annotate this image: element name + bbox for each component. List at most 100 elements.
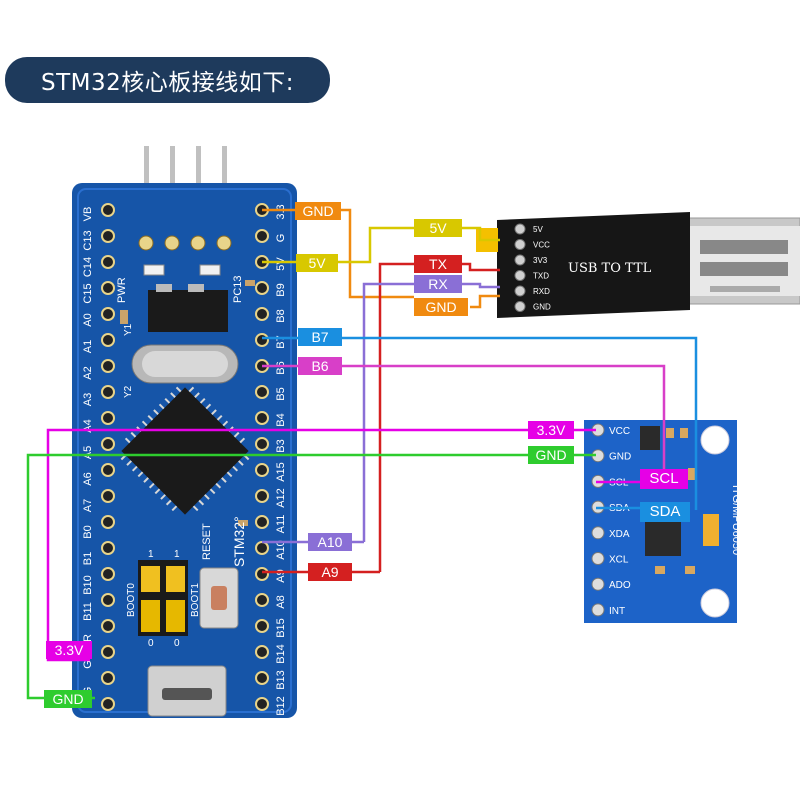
right-pin-label: G (275, 234, 287, 243)
mpu-pin (591, 603, 605, 617)
right-pin-label: A12 (275, 488, 287, 508)
left-pin-label: A0 (82, 313, 94, 326)
reset-label: RESET (201, 523, 213, 560)
left-pin-label: B0 (82, 525, 94, 538)
left-pin-hole (101, 411, 115, 425)
right-pin-labels: 3.3G5VB9B8B7B6B5B4B3A15A12A11A10A9A8B15B… (275, 204, 287, 715)
left-pin-hole (101, 307, 115, 321)
left-pin-label: A1 (82, 340, 94, 353)
label-5v-board: 5V (296, 254, 338, 272)
right-pin-hole (255, 645, 269, 659)
label-sda: SDA (640, 502, 690, 522)
y1-label: Y1 (123, 323, 134, 336)
mpu-pin-label: XDA (609, 529, 630, 540)
jumper-1-label-b: 1 (174, 549, 180, 560)
right-pin-hole (255, 463, 269, 477)
label-gnd-left: GND (44, 690, 92, 708)
mpu-pin-label: INT (609, 606, 625, 617)
label-tx: TX (414, 255, 462, 273)
right-pin-label: B3 (275, 439, 287, 452)
usb-ttl-body (497, 212, 690, 318)
label-b7: B7 (298, 328, 342, 346)
left-pin-hole (101, 619, 115, 633)
left-pin-hole (101, 515, 115, 529)
left-pin-hole (101, 593, 115, 607)
usb-ttl-pin (514, 301, 526, 312)
mount-hole-top (700, 425, 730, 455)
left-pin-hole (101, 541, 115, 555)
boot1-label: BOOT1 (190, 583, 201, 617)
title-banner: STM32核心板接线如下: (5, 57, 330, 103)
left-pin-label: A2 (82, 366, 94, 379)
mpu-pin (591, 552, 605, 565)
left-pin-label: A7 (82, 499, 94, 512)
label-gnd-mpu: GND (528, 446, 574, 464)
mpu-model-label: ITG/MPU6050 (730, 485, 742, 555)
y2-label: Y2 (123, 385, 134, 398)
mpu-pin-label: GND (609, 452, 631, 463)
pwr-label: PWR (116, 277, 128, 303)
right-pin-label: A10 (275, 540, 287, 560)
voltage-regulator (148, 290, 228, 332)
stm32-board: VBC13C14C15A0A1A2A3A4A5A6A7B0B1B10B11RGG… (72, 146, 297, 718)
left-pin-hole (101, 255, 115, 269)
wire-b6 (262, 364, 666, 470)
brand-label: STM32° (231, 516, 247, 567)
label-gnd-top: GND (295, 202, 341, 220)
left-pin-hole (101, 489, 115, 503)
boot-jumpers (138, 560, 188, 636)
jumper-0-label-b: 0 (174, 638, 180, 649)
right-pin-label: 5V (275, 257, 287, 271)
label-3v3-mpu: 3.3V (528, 421, 574, 439)
right-pin-hole (255, 619, 269, 633)
right-pin-hole (255, 411, 269, 425)
usb-ttl-pin (514, 239, 526, 250)
right-pin-hole (255, 437, 269, 451)
right-pin-label: B4 (275, 413, 287, 426)
left-pin-label: B10 (82, 575, 94, 595)
usb-ttl-pin-label: 5V (533, 225, 543, 234)
right-pin-hole (255, 697, 269, 711)
usb-ttl-pin-label: TXD (533, 272, 549, 281)
mpu-pin (591, 577, 605, 591)
usb-ttl-pin (514, 285, 526, 297)
left-pin-hole (101, 333, 115, 347)
label-3v3-left: 3.3V (46, 641, 92, 659)
left-pin-label: B1 (82, 552, 94, 565)
right-pin-hole (255, 515, 269, 529)
left-pin-label: C13 (82, 230, 94, 250)
left-pin-hole (101, 437, 115, 451)
left-pin-label: C15 (82, 283, 94, 303)
right-pin-label: B5 (275, 387, 287, 400)
right-pin-label: B8 (275, 309, 287, 322)
wire-tx (378, 262, 414, 572)
left-pin-hole (101, 671, 115, 685)
left-pin-hole (101, 463, 115, 477)
right-pin-hole (255, 671, 269, 685)
page-title: STM32核心板接线如下: (40, 70, 294, 96)
left-pin-hole (101, 359, 115, 373)
pc13-label: PC13 (232, 275, 244, 303)
mcu-chip (120, 386, 250, 515)
wire-3v3 (46, 428, 596, 662)
pwr-led (143, 264, 165, 276)
left-pin-hole (101, 385, 115, 399)
label-a9: A9 (308, 563, 352, 581)
usb-ttl-name: USB TO TTL (568, 261, 652, 276)
right-pin-holes (255, 203, 269, 711)
left-pin-hole (101, 645, 115, 659)
pc13-led (199, 264, 221, 276)
left-pin-label: A6 (82, 472, 94, 485)
mpu-pin-label: XCL (609, 555, 629, 566)
usb-ttl-pin (514, 254, 526, 266)
tantalum-cap (703, 514, 719, 546)
right-pin-label: B12 (275, 696, 287, 716)
label-rx: RX (414, 275, 462, 293)
usb-ttl-pin-label: GND (533, 303, 551, 312)
left-pin-hole (101, 281, 115, 295)
right-pin-label: B13 (275, 670, 287, 690)
right-pin-hole (255, 593, 269, 607)
mount-hole-bottom (700, 588, 730, 618)
